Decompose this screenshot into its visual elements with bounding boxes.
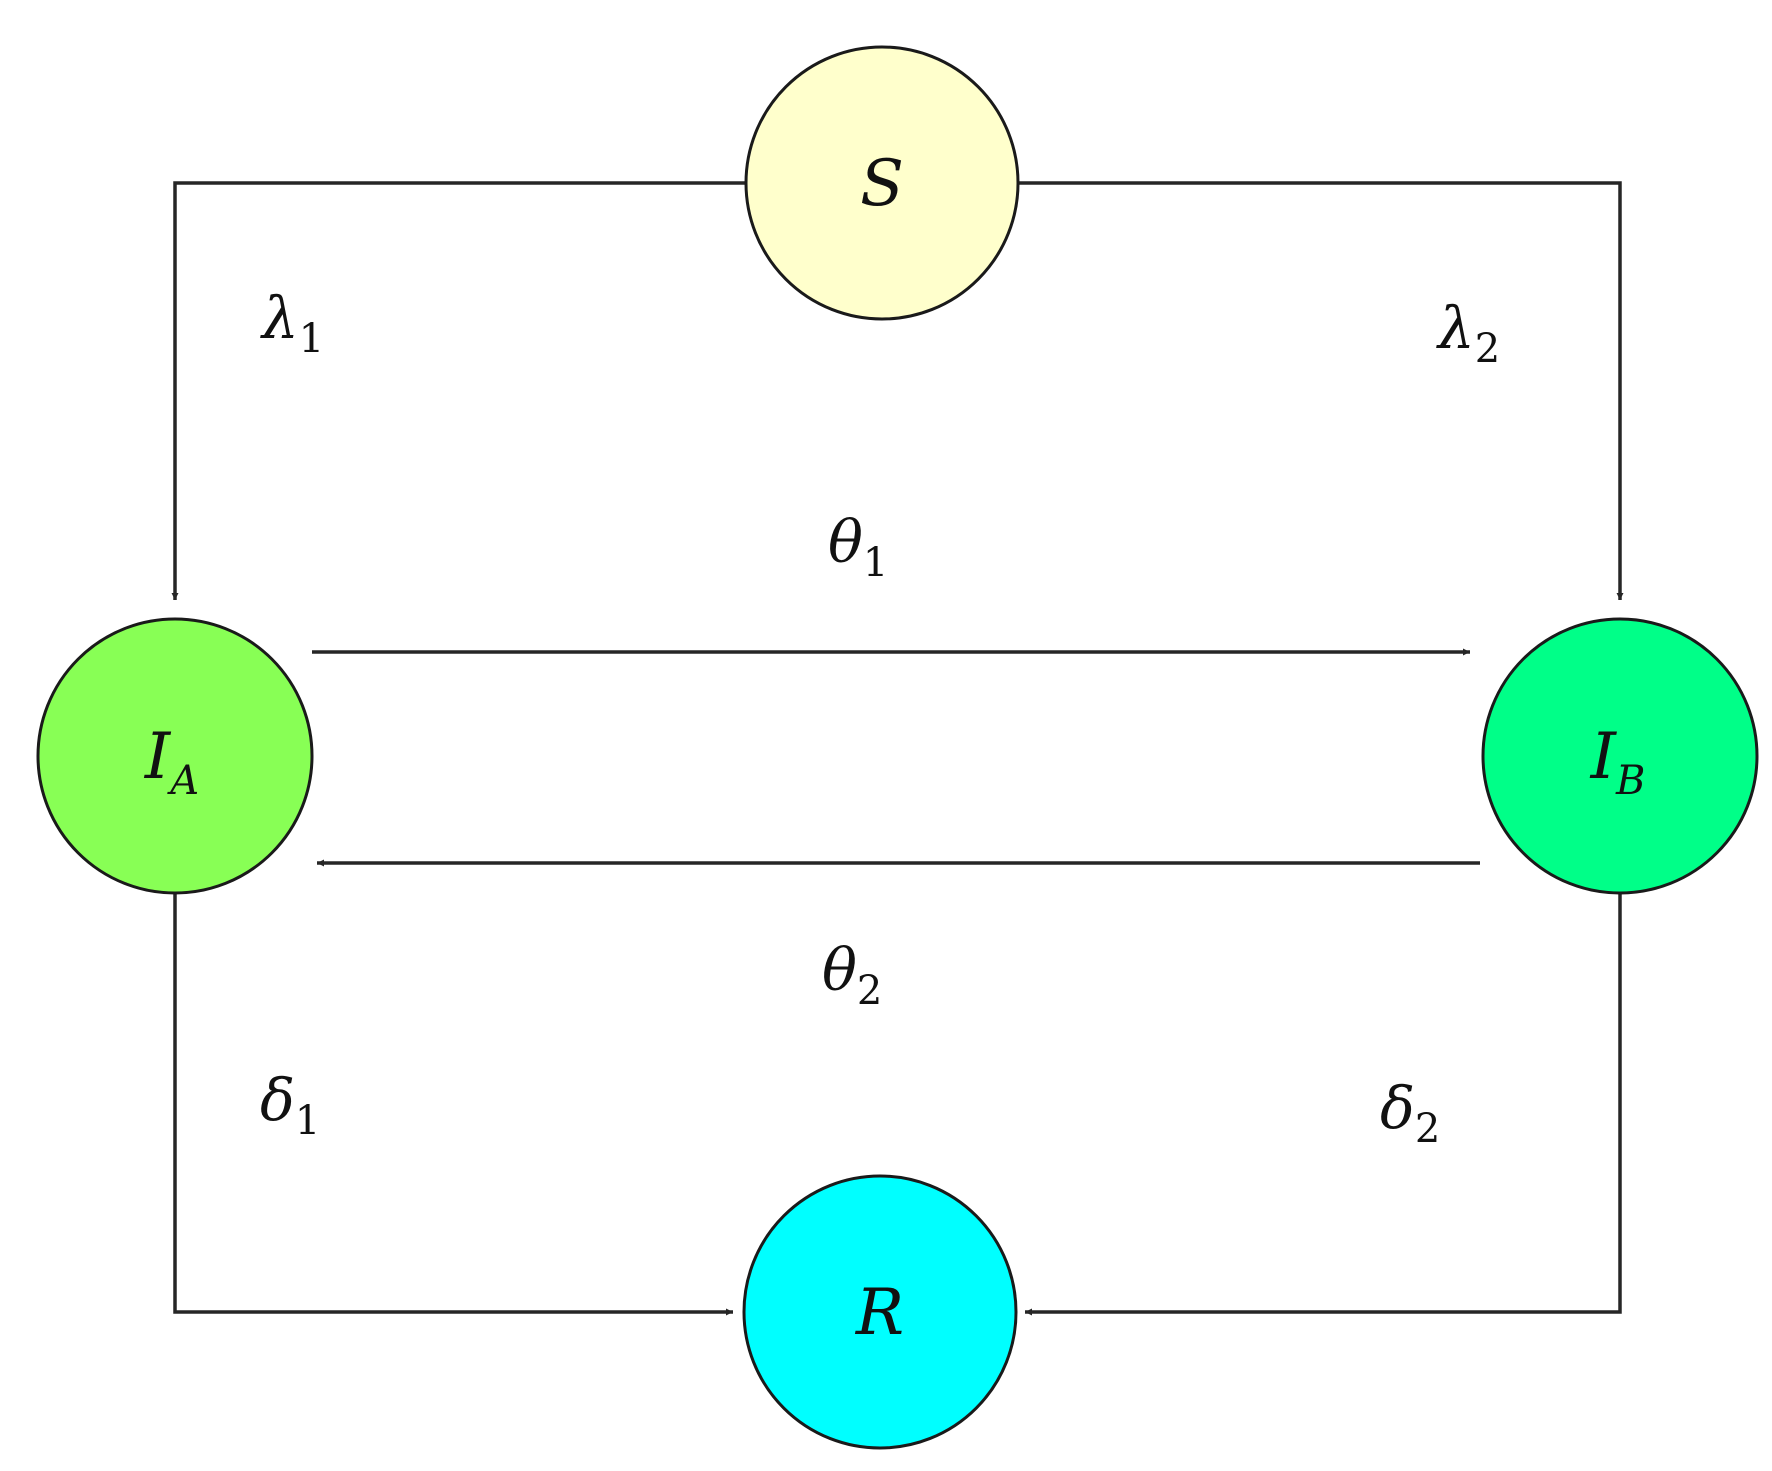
node-s-label: S [860,147,904,221]
node-ib-circle [1481,617,1759,895]
theta2-symbol: θ [822,936,857,1004]
delta2-sub: 2 [1415,1106,1440,1152]
node-ia: IA [36,617,314,895]
node-ia-label: IA [144,720,199,804]
lambda1-sub: 1 [299,316,324,362]
edge-ia-to-r [173,893,733,1316]
rate-label-theta2: θ2 [822,936,882,1014]
delta2-symbol: δ [1380,1074,1415,1142]
node-ia-label-sub: A [166,758,199,804]
node-ib-label: IB [1590,720,1646,804]
delta1-sub: 1 [295,1098,320,1144]
theta2-sub: 2 [857,968,882,1014]
node-ib-label-main: I [1590,720,1618,794]
node-r-label-text: R [855,1276,904,1350]
rate-label-delta1: δ1 [260,1066,320,1144]
node-s: S [744,45,1020,321]
node-s-circle [744,45,1020,321]
node-r-label: R [855,1276,904,1350]
node-ia-label-main: I [144,720,172,794]
delta1-symbol: δ [260,1066,295,1134]
lambda2-symbol: λ [1436,294,1475,362]
lambda1-symbol: λ [260,284,299,352]
node-s-label-text: S [860,147,904,221]
node-ib: IB [1481,617,1759,895]
node-r-circle [742,1174,1018,1450]
rate-label-delta2: δ2 [1380,1074,1440,1152]
rate-label-lambda1: λ1 [260,284,324,362]
edge-s-to-ia [171,181,745,600]
lambda2-sub: 2 [1475,326,1500,372]
theta1-symbol: θ [828,508,863,576]
edge-ib-to-r [1025,893,1622,1316]
node-r: R [742,1174,1018,1450]
edge-s-to-ib [1018,181,1624,600]
theta1-sub: 1 [863,540,888,586]
node-ia-circle [36,617,314,895]
node-ib-label-sub: B [1615,758,1645,804]
rate-label-lambda2: λ2 [1436,294,1500,372]
rate-label-theta1: θ1 [828,508,888,586]
